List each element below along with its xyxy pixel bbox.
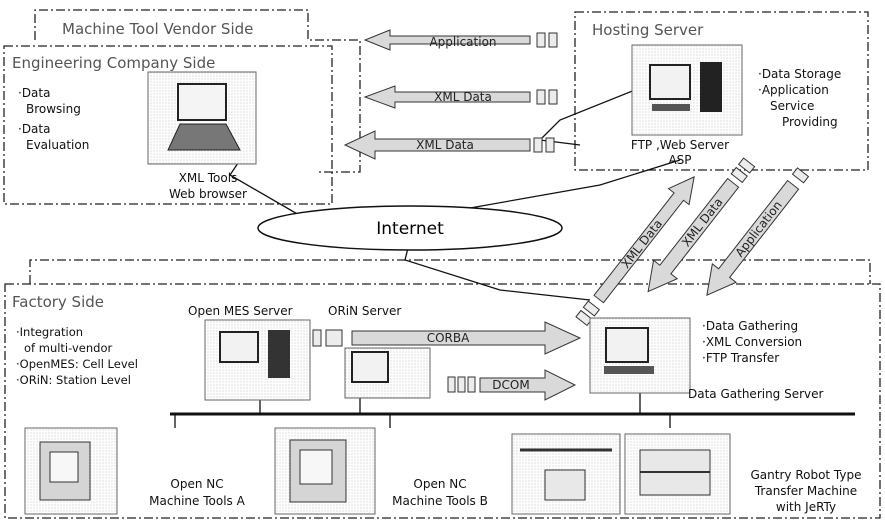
hosting-server-title: Hosting Server [592,21,704,39]
hosting-server-box [574,11,869,171]
machine-b-caption: Open NC Machine Tools B [392,477,488,508]
hosting-servers-caption: FTP ,Web Server ASP [631,138,729,167]
arrow-label: Application [732,198,784,259]
network-wires [170,87,855,428]
function-line: ·FTP Transfer [702,351,779,365]
internet-label: Internet [376,219,444,239]
wire-hosting-internet [469,159,681,217]
hosting-server-photo [631,44,743,136]
integration-line: of multi-vendor [24,341,112,355]
data-gathering-server-photo [589,317,691,394]
caption-line: FTP ,Web Server [631,138,729,152]
caption-line: Open NC [413,477,466,491]
engineering-side-title: Engineering Company Side [12,54,215,72]
open-mes-server-photo [204,319,311,401]
caption-line: Web browser [169,187,247,201]
function-line: ·Data [18,86,50,100]
gantry-robot-photo-2 [624,433,731,515]
function-line: ·Data Gathering [702,319,798,333]
arrow-application-top: Application [363,29,558,51]
integration-line: ·ORiN: Station Level [16,373,131,387]
hosting-functions: ·Data Storage ·Application Service Provi… [758,67,841,129]
arrow-label: XML Data [679,195,726,249]
factory-side-box [4,259,881,519]
vendor-side-title: Machine Tool Vendor Side [62,20,253,38]
arrow-label: CORBA [427,331,470,345]
engineering-workstation-photo [147,71,257,165]
arrow-dcom: DCOM [447,369,577,401]
engineering-functions: ·Data Browsing ·Data Evaluation [18,86,89,152]
arrow-label: XML Data [619,217,666,271]
function-line: ·Data Storage [758,67,841,81]
function-line: Evaluation [26,138,89,152]
function-line: Service [770,99,814,113]
diag-application-down: Application [706,167,810,296]
function-line: Browsing [26,102,81,116]
arrow-corba: CORBA [312,321,582,355]
integration-line: ·Integration [16,325,83,339]
arrow-xml-data-2: XML Data [343,130,555,160]
arrow-label: XML Data [416,138,474,152]
machine-tool-b-photo [274,427,376,515]
caption-line: with JeRTy [776,500,836,514]
caption-line: Open NC [170,477,223,491]
arrow-label: XML Data [434,90,492,104]
factory-side-title: Factory Side [12,293,104,311]
function-line: Providing [782,115,838,129]
function-line: ·Data [18,122,50,136]
function-line: ·Application [758,83,829,97]
orin-server-label: ORiN Server [328,304,401,318]
function-line: ·XML Conversion [702,335,802,349]
integration-line: ·OpenMES: Cell Level [16,357,138,371]
open-mes-server-label: Open MES Server [188,304,293,318]
engineering-side-box [3,45,333,205]
caption-line: Machine Tools A [149,494,245,508]
data-gathering-server-label: Data Gathering Server [688,387,824,401]
gathering-functions: ·Data Gathering ·XML Conversion ·FTP Tra… [702,319,802,365]
arrow-label: Application [429,35,496,49]
caption-line: XML Tools [179,171,238,185]
gantry-robot-photo-1 [511,433,621,515]
wire-hosting-engineering [539,87,641,141]
region-boxes [3,9,881,519]
gantry-caption: Gantry Robot Type Transfer Machine with … [751,468,862,514]
arrow-xml-data-1: XML Data [363,85,558,109]
caption-line: Machine Tools B [392,494,488,508]
caption-line: ASP [668,153,691,167]
machine-tool-a-photo [24,427,118,515]
vendor-side-box [34,9,361,173]
factory-integration: ·Integration of multi-vendor ·OpenMES: C… [16,325,138,387]
engineering-tools-caption: XML Tools Web browser [169,171,247,201]
caption-line: Transfer Machine [754,484,857,498]
arrow-label: DCOM [492,378,529,392]
internet-cloud [257,205,563,251]
caption-line: Gantry Robot Type [751,468,862,482]
orin-server-photo [344,347,431,399]
machine-a-caption: Open NC Machine Tools A [149,477,245,508]
